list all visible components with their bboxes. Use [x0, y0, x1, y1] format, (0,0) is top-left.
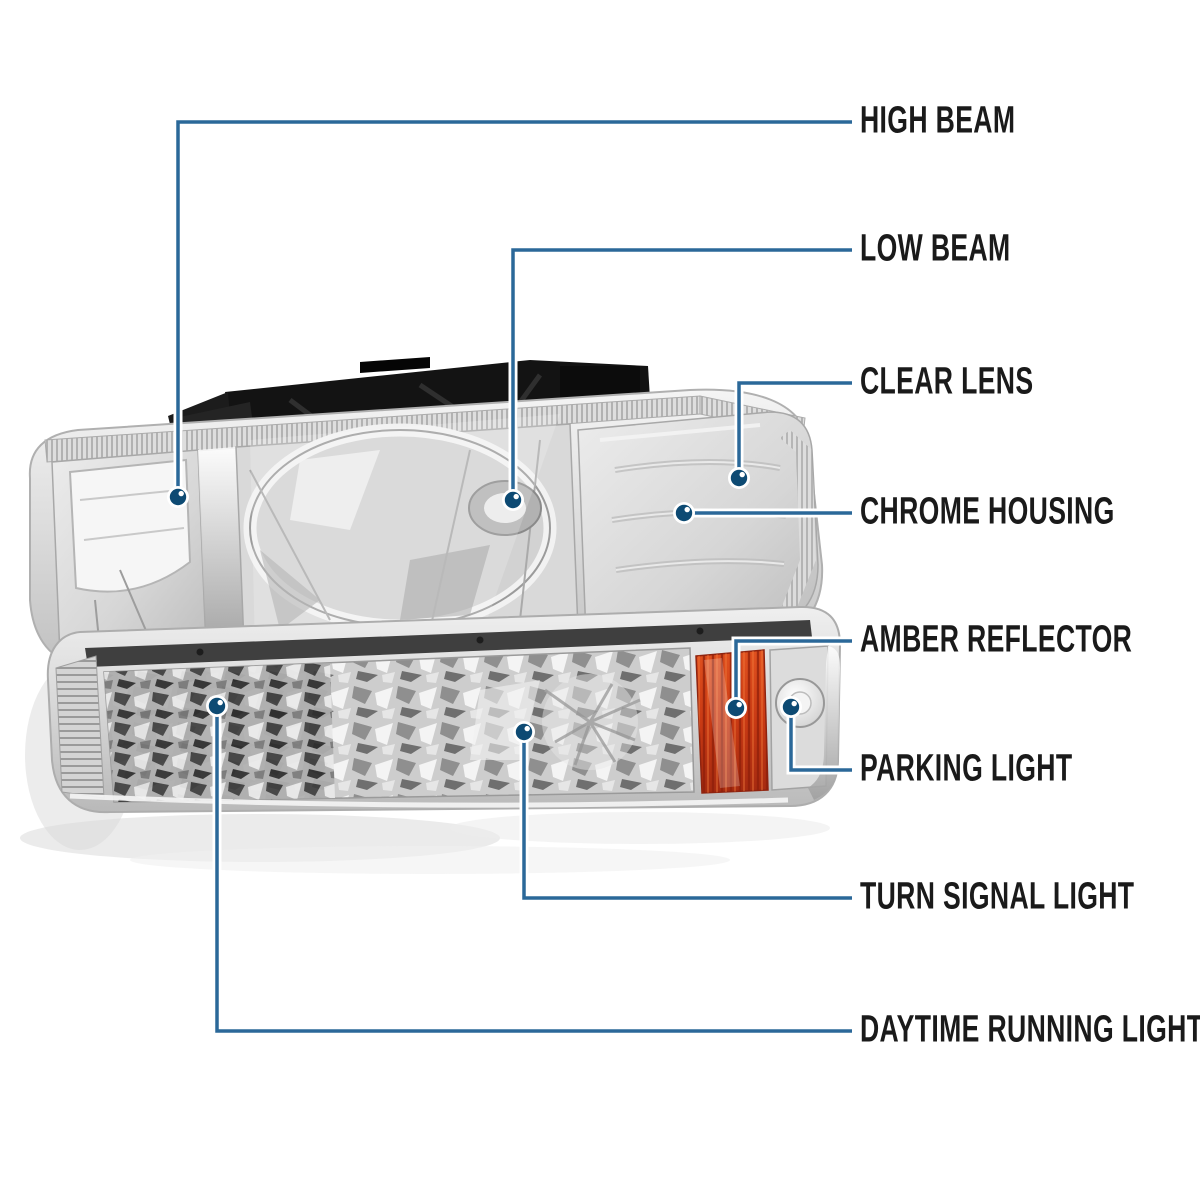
callout-label-turn-signal-light: TURN SIGNAL LIGHT: [860, 875, 1135, 918]
callout-dot: [728, 467, 750, 489]
bumper-end-ribs: [55, 655, 105, 799]
callout-dot: [513, 721, 535, 743]
callout-label-amber-reflector: AMBER REFLECTOR: [860, 618, 1133, 661]
callout-dot: [167, 486, 189, 508]
headlight-housing: [28, 388, 824, 668]
callout-label-chrome-housing: CHROME HOUSING: [860, 490, 1115, 533]
callout-label-clear-lens: CLEAR LENS: [860, 360, 1034, 403]
low-beam-chamber: [235, 423, 579, 645]
callout-dot: [206, 695, 228, 717]
leader-line: [789, 707, 852, 772]
leader-line: [737, 381, 852, 478]
callout-dot: [673, 502, 695, 524]
callout-layer: [167, 117, 852, 1036]
leader-line: [176, 120, 852, 497]
callout-label-high-beam: HIGH BEAM: [860, 99, 1016, 142]
callout-dot: [502, 489, 524, 511]
callout-dot: [725, 697, 747, 719]
leader-line: [734, 639, 852, 708]
bumper-end-cap: [808, 646, 840, 800]
callout-label-low-beam: LOW BEAM: [860, 227, 1011, 270]
corner-lens-panel: [577, 411, 819, 637]
high-beam-chamber: [51, 449, 207, 657]
callout-dot: [780, 696, 802, 718]
bumper-top-groove: [85, 620, 812, 667]
bumper-light-assembly: [46, 605, 842, 814]
callout-label-daytime-running-light: DAYTIME RUNNING LIGHT: [860, 1008, 1200, 1051]
callout-label-parking-light: PARKING LIGHT: [860, 747, 1073, 790]
turn-signal-chamber: [470, 674, 641, 770]
chamber-divider: [198, 447, 244, 648]
leader-line: [511, 248, 852, 500]
amber-reflector: [695, 649, 769, 794]
leader-line: [215, 706, 852, 1033]
leader-line: [522, 732, 852, 900]
lens-sheen: [250, 414, 560, 650]
